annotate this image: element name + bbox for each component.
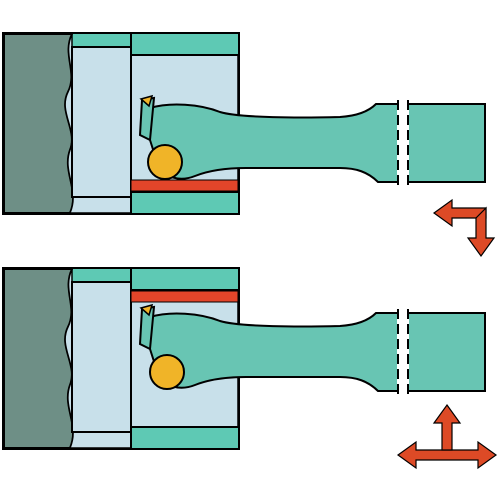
lower-panel xyxy=(2,267,498,470)
upper-chuck-jaw xyxy=(3,33,75,214)
lower-insert xyxy=(149,354,185,390)
upper-panel xyxy=(2,32,496,258)
upper-recess-groove xyxy=(130,179,239,192)
lower-wall-top xyxy=(130,267,240,291)
lower-recess-groove xyxy=(130,290,239,303)
upper-feed-arrows xyxy=(432,198,496,258)
upper-boring-bar xyxy=(149,103,486,183)
upper-wall-top xyxy=(130,32,240,56)
lower-feed-arrows xyxy=(396,403,498,470)
lower-arrow-up xyxy=(432,403,462,451)
upper-cutting-tip xyxy=(139,94,154,108)
lower-boring-bar xyxy=(149,312,486,392)
lower-arrow-left-right xyxy=(396,440,498,470)
lower-shank-break xyxy=(397,309,409,397)
lower-chuck-jaw xyxy=(3,268,75,449)
upper-workpiece-step xyxy=(71,46,132,198)
upper-wall-bottom xyxy=(130,191,240,215)
lower-wall-bottom xyxy=(130,426,240,450)
lower-cutting-tip xyxy=(139,303,154,317)
upper-insert xyxy=(147,144,183,180)
lower-workpiece-step xyxy=(71,281,132,433)
upper-arrow-down xyxy=(466,206,496,258)
upper-shank-break xyxy=(397,100,409,188)
